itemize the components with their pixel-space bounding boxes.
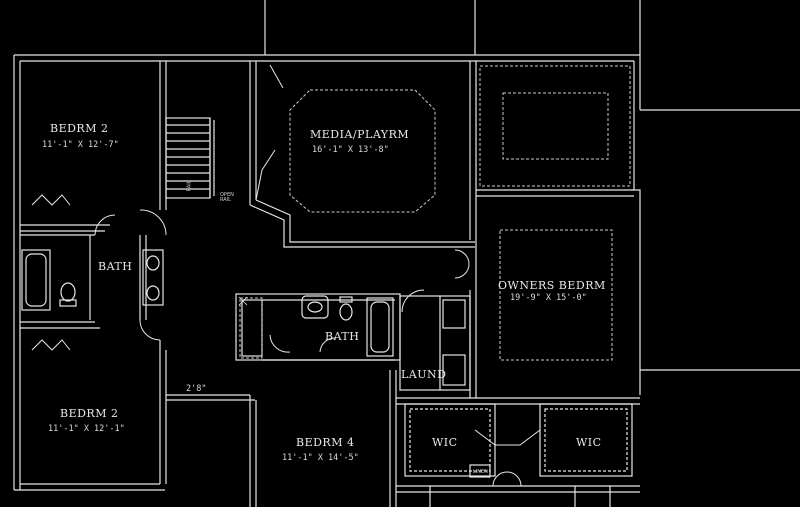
room-size-media: 16'-1" X 13'-8" (312, 145, 389, 155)
walls (13, 0, 800, 507)
room-name-bedroom-upper-left: BEDRM 2 (50, 122, 109, 135)
room-size-bedroom-upper-left: 11'-1" X 12'-7" (42, 140, 119, 150)
room-name-bath-center: BATH (325, 330, 360, 343)
hatch-toggles (238, 296, 248, 306)
room-name-wic-left: WIC (432, 436, 458, 449)
room-size-owners: 19'-9" X 15'-0" (510, 293, 587, 303)
room-name-bedroom-4: BEDRM 4 (296, 436, 355, 449)
room-name-bedroom-lower-left: BEDRM 2 (60, 407, 119, 420)
attic-access-note: 2'8" (186, 384, 207, 394)
open-rail-note: OPEN RAIL (220, 192, 234, 203)
room-name-bath-left: BATH (98, 260, 133, 273)
room-name-owners: OWNERS BEDRM (498, 279, 606, 292)
ceiling-outlines (239, 65, 631, 361)
room-size-bedroom-lower-left: 11'-1" X 12'-1" (48, 424, 125, 434)
rail-note: RAIL (186, 180, 193, 192)
room-name-laundry: LAUND (401, 368, 447, 381)
door-swings (31, 64, 541, 487)
room-name-wic-right: WIC (576, 436, 602, 449)
linen-note: LINEN (473, 469, 488, 475)
room-name-media: MEDIA/PLAYRM (310, 128, 410, 141)
room-size-bedroom-4: 11'-1" X 14'-5" (282, 453, 359, 463)
